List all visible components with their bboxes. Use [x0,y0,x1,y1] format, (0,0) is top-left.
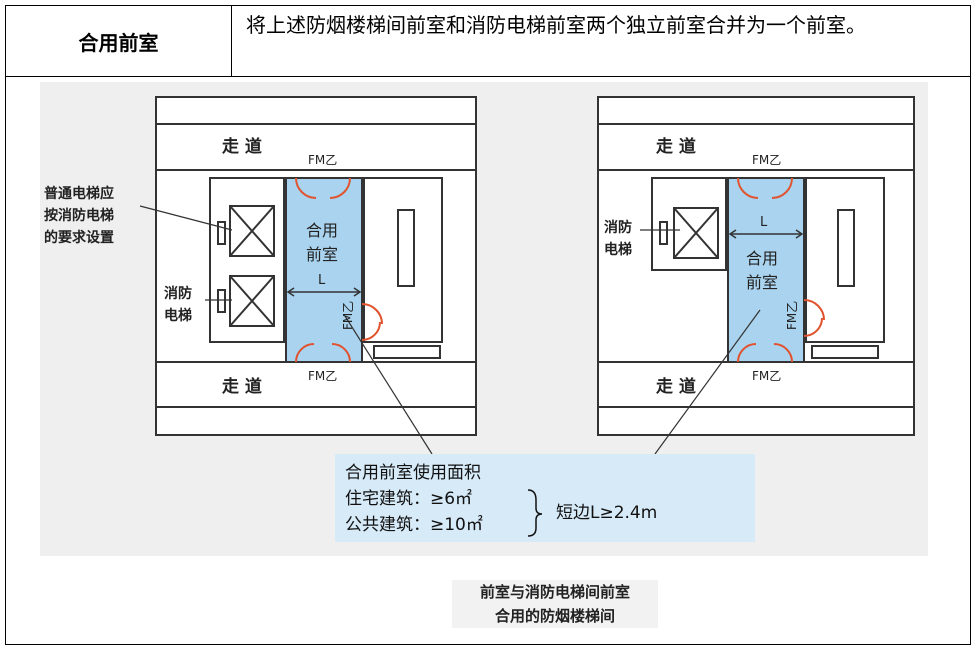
right-leaders [640,229,761,455]
right-corridor-top: 走 道 [656,136,696,157]
left-room-label-2: 前室 [306,245,338,264]
right-door-right-label: FM乙 [785,301,799,330]
left-elevator-2 [229,275,275,327]
spec-table: 合用前室 将上述防烟楼梯间前室和消防电梯前室两个独立前室合并为一个前室。 [5,5,971,645]
right-dimension-line [728,229,804,239]
area-note-short-side: 短边L≥2.4m [556,503,657,523]
left-elevator-1 [229,205,275,257]
area-note-residential: 住宅建筑：≥6㎡ [345,489,472,509]
left-door-top-label: FM乙 [308,153,337,167]
row-label: 合用前室 [6,6,232,77]
area-note-public: 公共建筑：≥10㎡ [345,515,483,535]
right-doors [737,177,825,363]
left-door-right-label: FM乙 [341,301,355,330]
area-note-title: 合用前室使用面积 [345,462,481,483]
brace-icon [527,489,543,537]
figure-caption: 前室与消防电梯间前室 合用的防烟楼梯间 [452,580,658,628]
row-description: 将上述防烟楼梯间前室和消防电梯前室两个独立前室合并为一个前室。 [232,6,970,77]
right-room-label-1: 合用 [746,249,778,268]
right-anteroom [727,177,805,363]
right-room-label-2: 前室 [746,273,778,292]
left-note-fire-elevator-2: 电梯 [164,307,192,324]
right-elevator [673,207,719,259]
left-note-fire-elevator-1: 消防 [164,285,192,302]
left-corridor-bottom: 走 道 [222,376,262,397]
left-door-bottom-label: FM乙 [308,369,337,383]
caption-line-2: 合用的防烟楼梯间 [494,607,615,625]
left-note-regular-elevator-1: 普通电梯应 [44,185,114,202]
left-note-regular-elevator-3: 的要求设置 [44,229,114,246]
left-room-label-1: 合用 [306,221,338,240]
right-corridor-bottom: 走 道 [656,376,696,397]
right-dim-label: L [760,215,768,230]
left-anteroom [285,177,363,363]
left-doors [295,177,383,363]
right-door-bottom-label: FM乙 [752,369,781,383]
left-dim-label: L [318,273,326,288]
area-note-box [335,454,755,542]
left-note-regular-elevator-2: 按消防电梯 [44,207,114,224]
left-leaders [139,205,433,455]
left-corridor-top: 走 道 [222,136,262,157]
caption-line-1: 前室与消防电梯间前室 [479,583,630,601]
left-dimension-line [286,287,362,297]
right-door-top-label: FM乙 [752,153,781,167]
right-note-fire-elevator-2: 电梯 [604,241,632,258]
right-note-fire-elevator-1: 消防 [604,219,632,236]
